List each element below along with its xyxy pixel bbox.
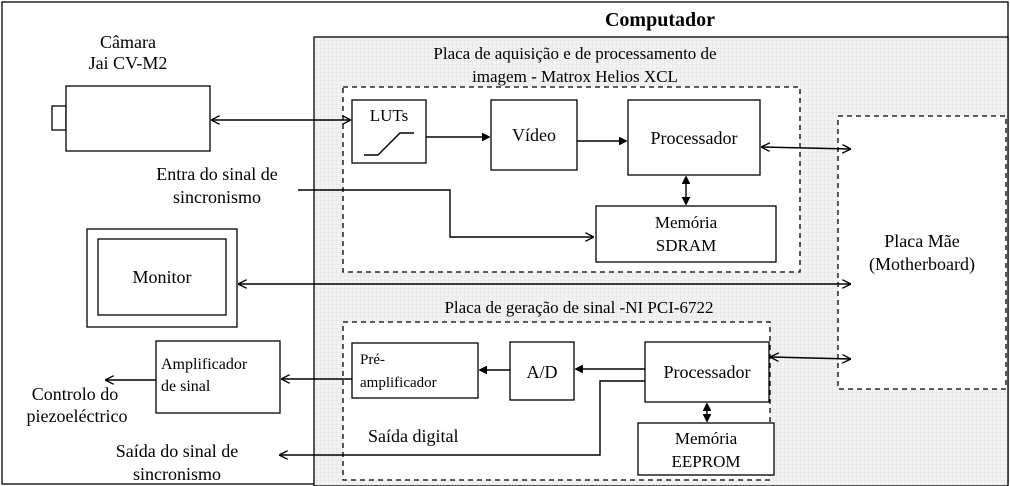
preamp-block (351, 342, 479, 399)
preamp-label-line1: Pré- (360, 352, 385, 368)
camera-body (65, 85, 211, 152)
acq-processor-label: Processador (651, 128, 738, 148)
sync-input-path (298, 189, 593, 237)
camera-label-line2: Jai CV-M2 (89, 53, 168, 73)
piezo-control-label-line1: Controlo do (32, 384, 119, 404)
acquisition-board-title-line2: imagem - Matrox Helios XCL (472, 67, 678, 86)
lut-curve-icon (364, 132, 414, 156)
sdram-block (595, 205, 777, 263)
monitor-label: Monitor (132, 267, 191, 287)
digital-output-path (280, 380, 645, 455)
digital-output-label: Saída digital (368, 426, 458, 446)
acq-processor-block (627, 99, 761, 176)
camera-label-line1: Câmara (100, 32, 156, 52)
acq-processor-motherboard-arrow (762, 147, 850, 149)
ad-label: A/D (527, 362, 558, 382)
signal-processor-label: Processador (664, 362, 751, 382)
eeprom-label-line1: Memória (675, 429, 738, 448)
sdram-label-line1: Memória (655, 213, 718, 232)
preamp-label-line2: amplificador (360, 375, 437, 391)
sdram-label-line2: SDRAM (656, 236, 716, 255)
sync-output-label-line1: Saída do sinal de (116, 441, 238, 461)
signal-board-title: Placa de geração de sinal -NI PCI-6722 (444, 298, 713, 317)
luts-label: LUTs (370, 106, 408, 125)
luts-block (351, 99, 427, 164)
signal-processor-block (644, 341, 770, 403)
sync-input-label-line1: Entra do sinal de (156, 164, 277, 184)
amplifier-block (155, 340, 281, 414)
acquisition-board-title-line1: Placa de aquisição e de processamento de (433, 44, 716, 63)
signal-processor-motherboard-arrow (771, 357, 850, 359)
sync-output-label-line2: sincronismo (133, 464, 221, 484)
motherboard-block (837, 115, 1007, 390)
camera-lens (51, 105, 67, 131)
motherboard-label-line1: Placa Mãe (884, 231, 959, 251)
eeprom-label-line2: EEPROM (672, 452, 741, 471)
video-label: Vídeo (512, 125, 556, 145)
motherboard-label-line2: (Motherboard) (869, 254, 975, 275)
ad-block (509, 341, 575, 401)
eeprom-block (637, 422, 775, 476)
amplifier-label-line1: Amplificador (161, 356, 248, 373)
sync-input-label-line2: sincronismo (173, 187, 261, 207)
piezo-control-label-line2: piezoeléctrico (27, 406, 128, 426)
computer-title: Computador (605, 9, 715, 31)
amplifier-label-line2: de sinal (161, 378, 211, 395)
monitor-screen (97, 238, 227, 316)
video-block (490, 99, 578, 171)
